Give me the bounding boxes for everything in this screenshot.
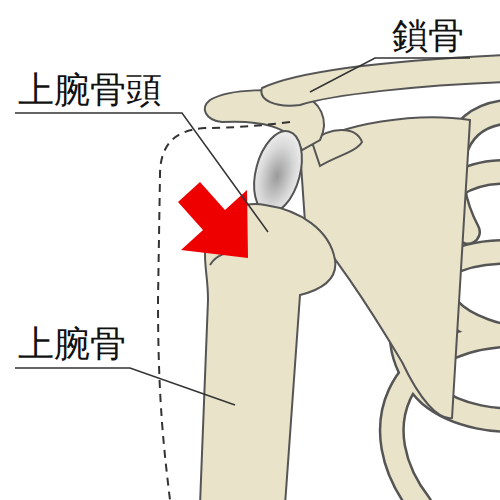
skin-outline: [158, 122, 290, 500]
part-label: 鎖骨: [392, 18, 464, 54]
clavicle: [261, 55, 500, 106]
leader-lines: [15, 58, 470, 405]
part-label: 上腕骨頭: [18, 72, 162, 108]
part-label: 上腕骨: [18, 326, 126, 362]
dislocation-arrow: [178, 182, 248, 258]
